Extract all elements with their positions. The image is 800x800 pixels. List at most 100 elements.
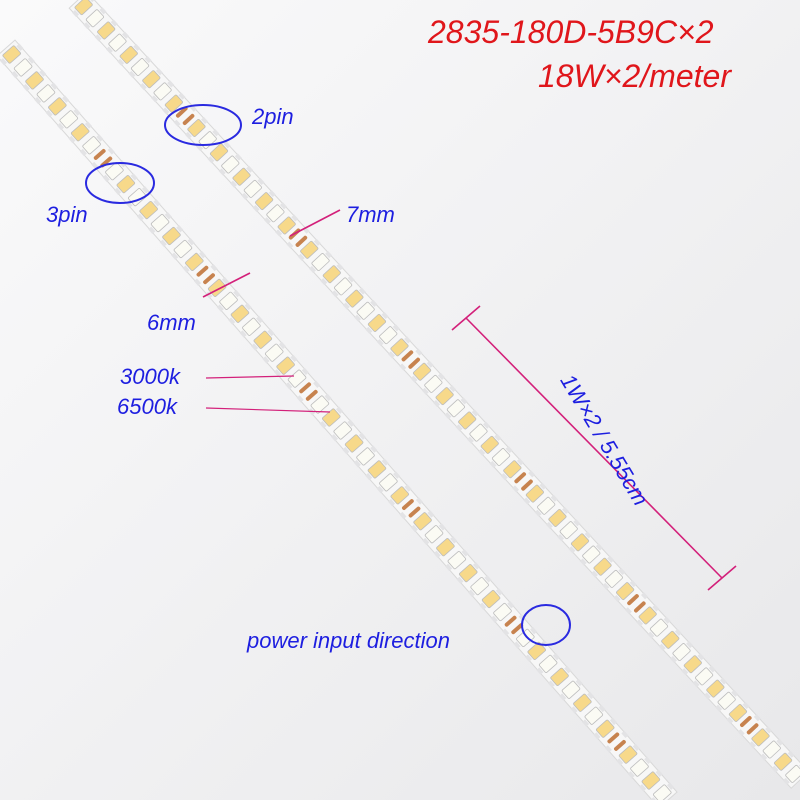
led-3000k [618, 745, 638, 764]
led-3000k [116, 175, 136, 194]
led-3000k [683, 655, 702, 674]
strip-notch [575, 678, 583, 687]
strip-notch [550, 494, 558, 502]
led-3000k [503, 460, 522, 479]
strip-notch [636, 619, 644, 627]
led-3000k [706, 679, 725, 698]
led-6500k [447, 551, 467, 570]
solder-pad [614, 739, 626, 751]
solder-pad [408, 506, 421, 518]
strip-notch [184, 131, 192, 139]
led-6500k [82, 136, 101, 155]
strip-notch [27, 56, 35, 64]
led-3000k [661, 630, 680, 649]
strip-notch [313, 238, 321, 246]
strip-notch [347, 275, 355, 283]
strip-notch [708, 665, 716, 673]
strip-notch [545, 521, 553, 529]
strip-notch [136, 213, 144, 221]
solder-pad [299, 382, 312, 394]
strip-notch [381, 458, 389, 466]
led-6500k [516, 628, 535, 647]
strip-notch [114, 187, 122, 196]
strip-notch [562, 506, 570, 515]
strip-notch [187, 238, 195, 246]
strip-notch [387, 351, 395, 359]
strip-notch [275, 229, 283, 237]
strip-notch [602, 582, 610, 590]
solder-pad [196, 265, 209, 277]
strip-notch [173, 119, 181, 127]
segment-tick-bottom [707, 565, 737, 591]
solder-pad [607, 732, 620, 744]
strip-notch [731, 689, 739, 697]
solder-pad [401, 350, 414, 362]
strip-notch [484, 575, 492, 583]
strip-notch [502, 628, 510, 636]
led-6500k [266, 204, 285, 223]
led-6500k [561, 680, 581, 699]
strip-notch [286, 241, 294, 249]
strip-notch [444, 412, 452, 420]
strip-notch [331, 290, 339, 298]
strip-notch [182, 265, 190, 273]
strip-notch [681, 668, 689, 676]
strip-notch [84, 121, 93, 129]
strip-notch [239, 330, 247, 338]
strip-notch [278, 341, 287, 350]
strip-notch [507, 601, 515, 609]
led-3000k [390, 338, 409, 357]
strip-notch [433, 400, 441, 408]
strip-notch [376, 485, 384, 494]
led-6500k [13, 58, 33, 77]
power-title: 18W×2/meter [538, 58, 731, 94]
strip-notch [587, 691, 595, 700]
led-6500k [584, 706, 604, 725]
strip-notch [110, 19, 118, 27]
solder-pad [746, 723, 759, 735]
strip-notch [669, 655, 677, 664]
led-6500k [630, 758, 649, 777]
strip-notch [726, 716, 734, 724]
strip-notch [639, 784, 647, 792]
strip-notch [336, 263, 344, 271]
solder-pad [401, 499, 414, 510]
strip-notch [153, 199, 161, 207]
strip-notch [518, 614, 526, 622]
led-3000k [300, 240, 319, 259]
led-6500k [221, 155, 240, 174]
solder-pad [514, 472, 527, 484]
strip-notch [399, 363, 407, 371]
strip-notch [267, 328, 275, 337]
led-6500k [153, 82, 172, 101]
strip-notch [539, 482, 547, 490]
strip-notch [399, 511, 407, 520]
led-3000k [570, 533, 590, 552]
strip-notch [568, 546, 576, 554]
strip-notch [88, 0, 96, 3]
led-3000k [162, 226, 181, 246]
strip-notch [155, 68, 163, 76]
strip-notch [466, 436, 474, 444]
strip-notch [279, 202, 287, 210]
led-6500k [150, 214, 170, 233]
strip-notch [609, 717, 618, 726]
strip-notch [330, 434, 339, 442]
led-3000k [209, 143, 229, 162]
led-6500k [538, 654, 558, 673]
strip-notch [199, 251, 207, 259]
strip-notch [296, 395, 304, 403]
strip-notch [268, 190, 276, 198]
led-6500k [59, 110, 78, 129]
strip-notch [325, 251, 333, 259]
strip-notch [381, 311, 389, 320]
led-6500k [219, 291, 238, 310]
led-6500k [105, 162, 124, 181]
strip-notch [212, 129, 220, 137]
strip-notch [776, 738, 784, 746]
strip-notch [495, 588, 503, 596]
strip-notch [347, 419, 355, 427]
strip-notch [604, 745, 612, 753]
strip-notch [94, 34, 102, 42]
led-3000k [74, 0, 93, 15]
